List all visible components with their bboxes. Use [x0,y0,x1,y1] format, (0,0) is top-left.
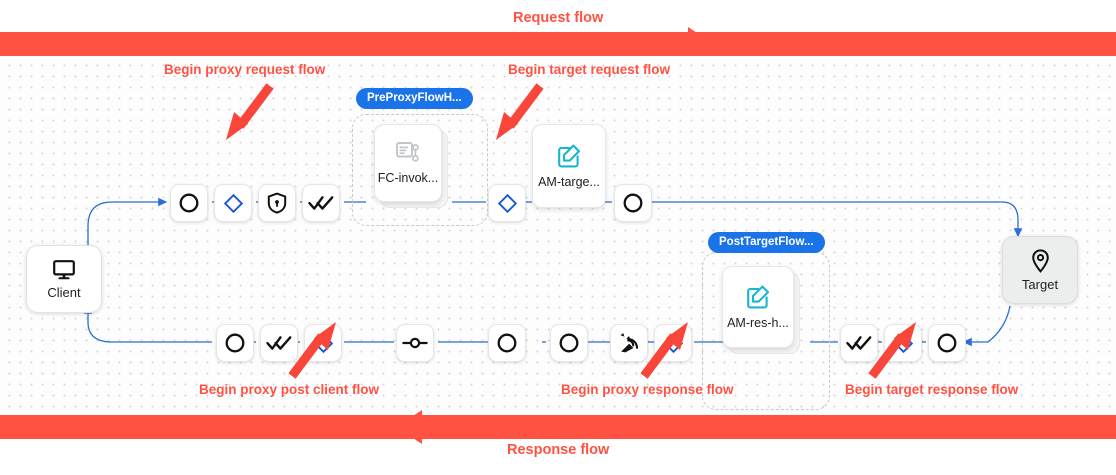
circle-icon [224,332,246,354]
annotation-begin-proxy-response-flow: Begin proxy response flow [561,382,734,397]
request-flow-banner [0,27,1116,61]
response-node-endpoint[interactable] [396,324,434,362]
response-node-circle-2[interactable] [488,324,526,362]
request-node-circle-2[interactable] [614,184,652,222]
request-flow-label: Request flow [513,10,604,26]
script-flow-icon [395,141,421,165]
circle-icon [622,192,644,214]
request-flow-bar [0,32,1116,56]
circle-icon [178,192,200,214]
response-flow-arrowhead [396,410,422,444]
request-node-diamond-2[interactable] [488,184,526,222]
request-node-diamond-1[interactable] [214,184,252,222]
policy-card-label: FC-invok... [377,171,439,186]
policy-card-am-target[interactable]: AM-targe... [532,124,610,212]
endpoint-target-label: Target [1021,277,1059,292]
flow-hook-group-preproxy [352,114,488,226]
shield-lock-icon [267,192,287,214]
response-node-burst[interactable] [610,324,648,362]
double-check-icon [308,194,334,212]
annotation-arrow-begin-target-response-flow [868,322,916,379]
endpoint-node-icon [402,336,428,350]
circle-icon [496,332,518,354]
response-node-circle-1[interactable] [216,324,254,362]
request-flow-arrowhead [688,27,714,61]
annotation-begin-proxy-request-flow: Begin proxy request flow [164,62,326,77]
request-node-circle-1[interactable] [170,184,208,222]
annotation-arrow-begin-proxy-response-flow [640,322,688,379]
endpoint-client[interactable]: Client [26,245,102,313]
annotation-begin-proxy-post-client-flow: Begin proxy post client flow [199,382,380,397]
response-flow-bar [0,415,1116,439]
response-node-circle-4[interactable] [928,324,966,362]
endpoint-client-label: Client [47,285,81,300]
request-node-shield[interactable] [258,184,296,222]
policy-card-fc-invoke[interactable]: FC-invok... [374,124,452,212]
policy-card-label: AM-res-h... [727,316,789,331]
burst-signal-icon [617,331,641,355]
flow-hook-pill-posttarget[interactable]: PostTargetFlow... [708,232,825,254]
response-flow-banner [0,410,1116,444]
map-pin-icon [1031,249,1050,273]
response-node-double-check-1[interactable] [260,324,298,362]
edit-square-icon [556,143,582,169]
annotation-arrow-begin-proxy-post-client-flow [288,322,336,379]
annotation-arrow-begin-target-request-flow [496,83,544,140]
diagram-grid-background: Client Target [0,56,1116,415]
annotation-arrow-begin-proxy-request-flow [226,83,274,140]
diamond-icon [497,193,518,214]
annotation-begin-target-request-flow: Begin target request flow [508,62,671,77]
policy-card-label: AM-targe... [538,175,600,190]
flow-hook-pill-preproxy[interactable]: PreProxyFlowH... [356,88,473,110]
circle-icon [936,332,958,354]
edit-square-icon [745,284,771,310]
double-check-icon [266,334,292,352]
policy-card-am-res-h[interactable]: AM-res-h... [722,266,804,358]
response-node-circle-3[interactable] [550,324,588,362]
circle-icon [558,332,580,354]
response-node-double-check-2[interactable] [840,324,878,362]
endpoint-target[interactable]: Target [1002,236,1078,304]
request-node-double-check-1[interactable] [302,184,340,222]
monitor-icon [52,259,76,281]
annotation-begin-target-response-flow: Begin target response flow [845,382,1019,397]
double-check-icon [846,334,872,352]
response-flow-label: Response flow [507,442,610,458]
diamond-icon [223,193,244,214]
